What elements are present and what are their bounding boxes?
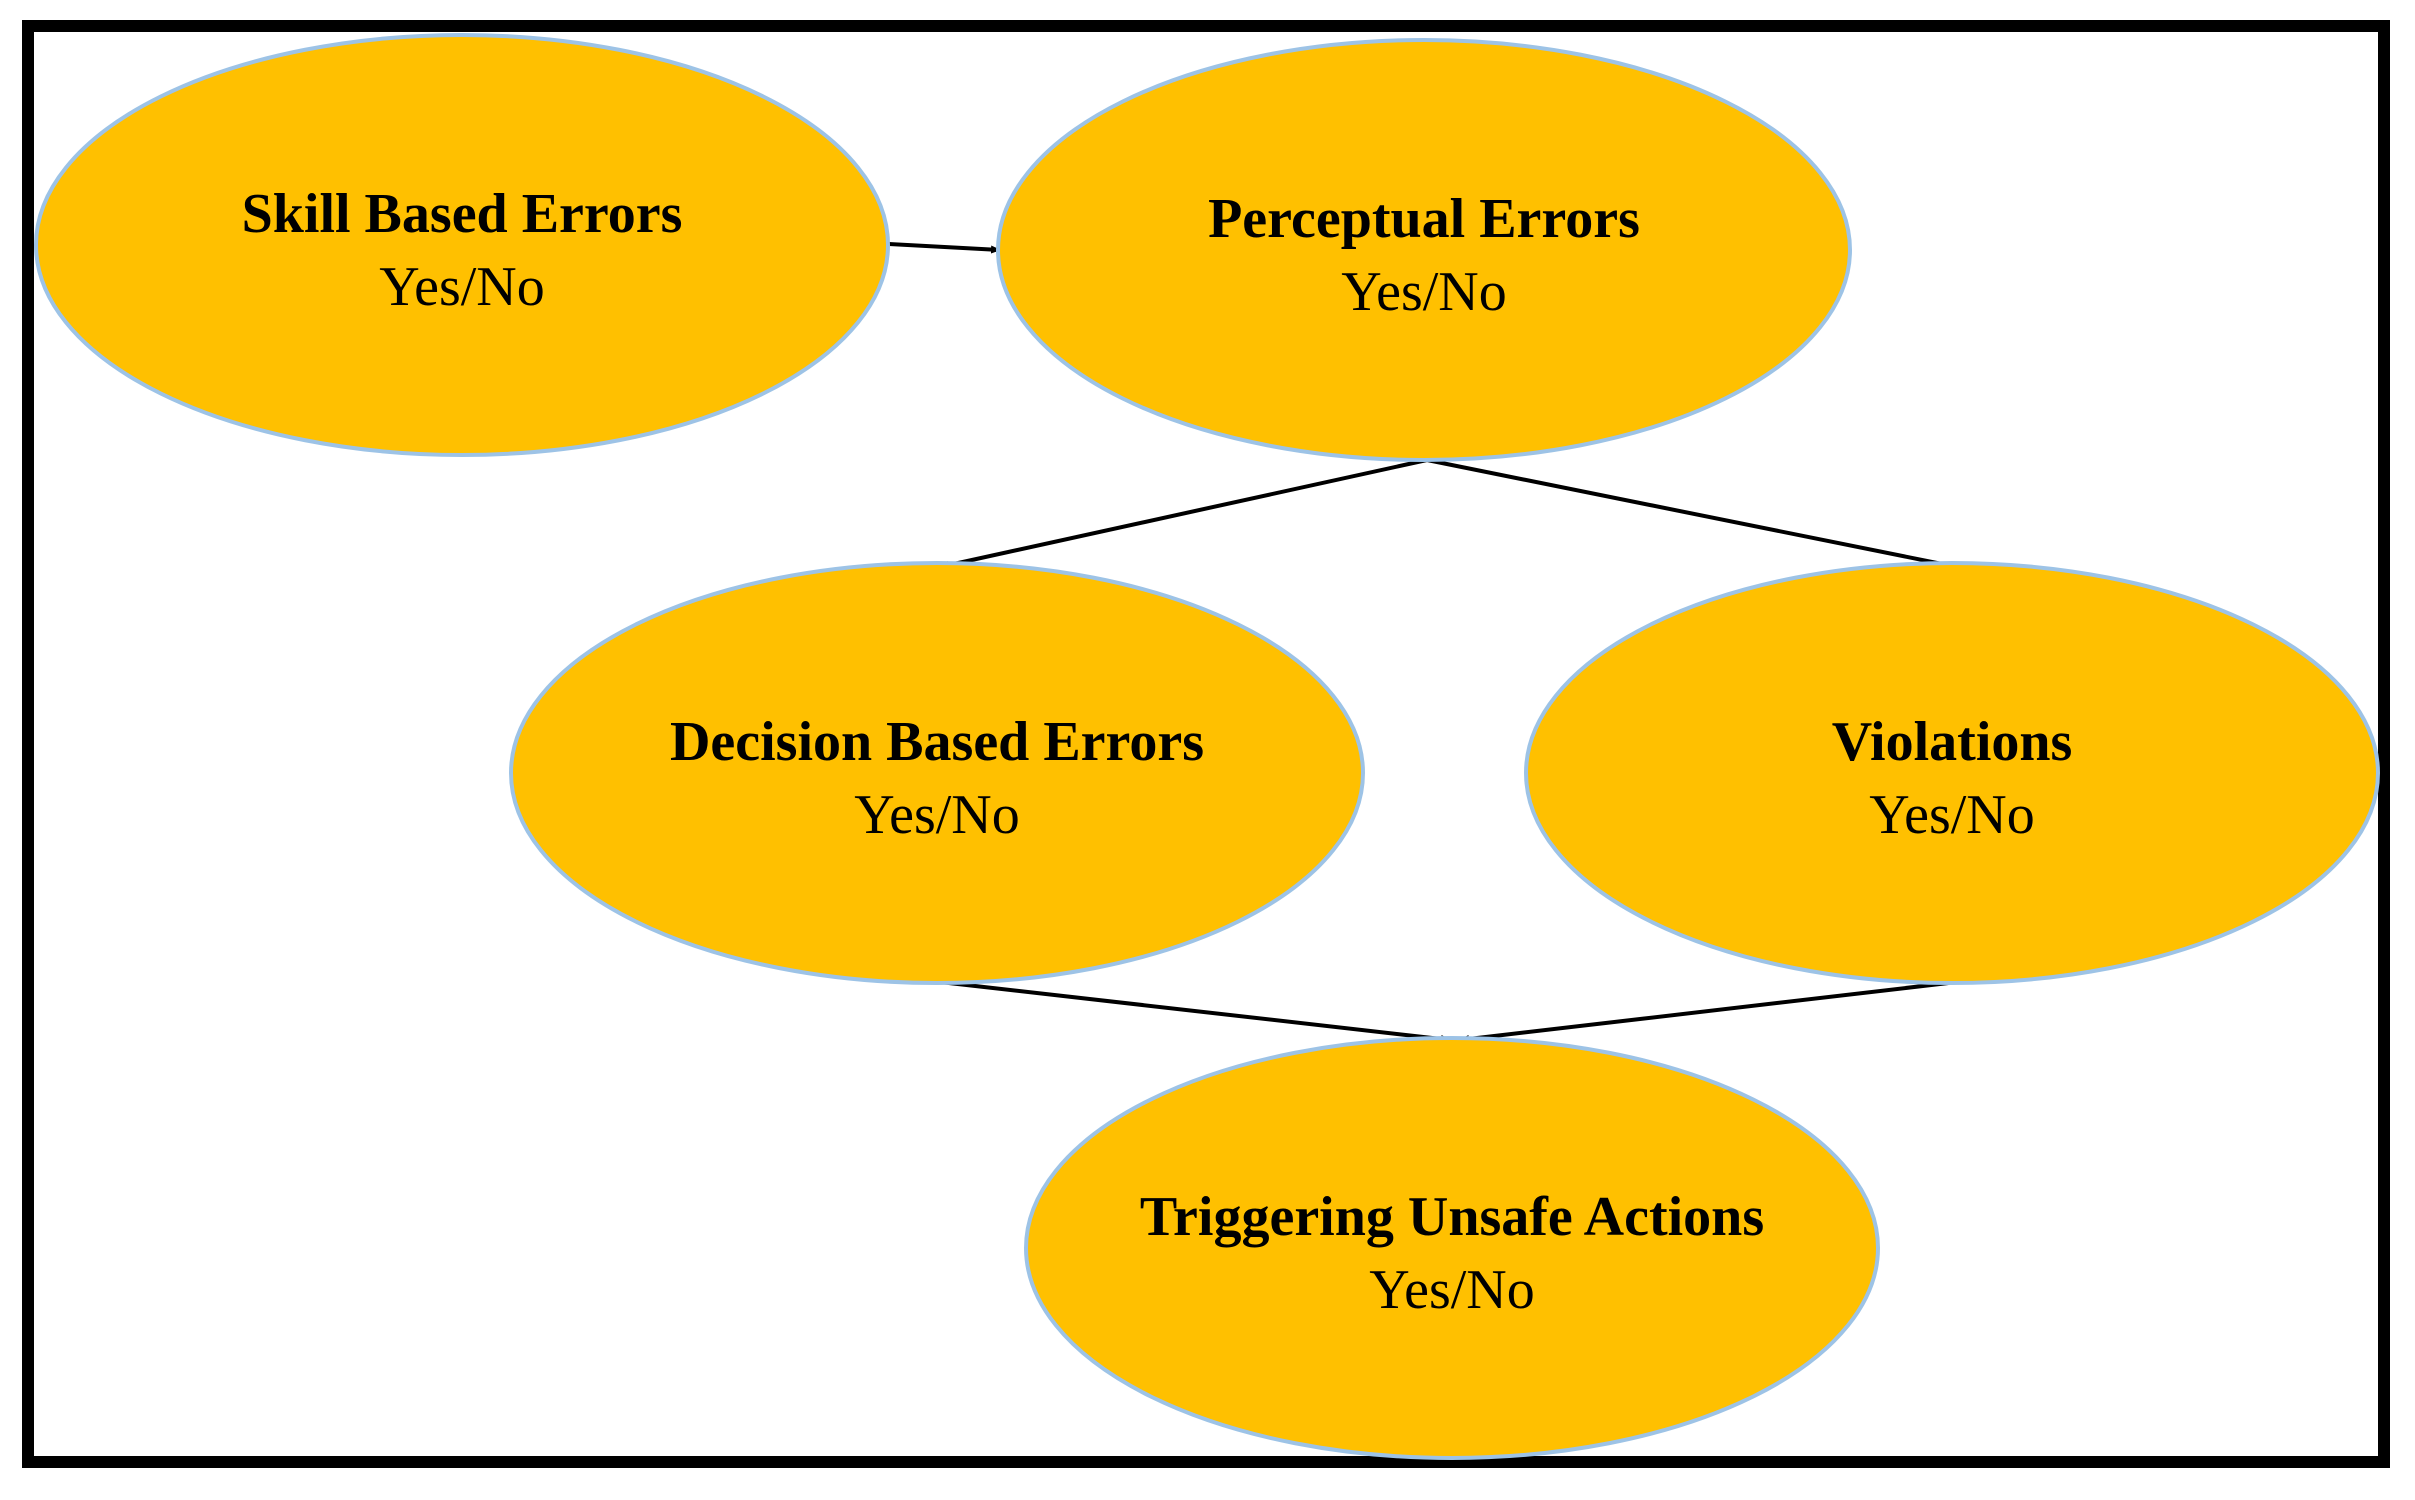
node-value: Yes/No xyxy=(1341,261,1506,323)
edge-skill-to-perceptual xyxy=(887,242,1001,254)
node-shape xyxy=(996,38,1852,462)
node-title: Violations xyxy=(1832,711,2073,773)
node-title: Decision Based Errors xyxy=(670,711,1204,773)
node-shape xyxy=(1524,561,2380,985)
node-decision-based-errors: Decision Based Errors Yes/No xyxy=(509,561,1365,985)
edge-perceptual-to-violations xyxy=(1426,458,1958,570)
node-value: Yes/No xyxy=(854,784,1019,846)
edge-perceptual-to-decision xyxy=(939,458,1428,569)
node-perceptual-errors: Perceptual Errors Yes/No xyxy=(996,38,1852,462)
node-triggering-unsafe-actions: Triggering Unsafe Actions Yes/No xyxy=(1024,1036,1880,1460)
node-shape xyxy=(509,561,1365,985)
node-shape xyxy=(1024,1036,1880,1460)
node-title: Perceptual Errors xyxy=(1208,188,1640,250)
edges xyxy=(887,242,1958,1043)
edge-violations-to-triggering xyxy=(1459,980,1958,1043)
node-title: Skill Based Errors xyxy=(242,183,683,245)
node-skill-based-errors: Skill Based Errors Yes/No xyxy=(34,33,890,457)
edge-decision-to-triggering xyxy=(939,980,1451,1043)
node-violations: Violations Yes/No xyxy=(1524,561,2380,985)
node-title: Triggering Unsafe Actions xyxy=(1140,1186,1764,1248)
node-value: Yes/No xyxy=(379,256,544,318)
node-value: Yes/No xyxy=(1369,1259,1534,1321)
node-shape xyxy=(34,33,890,457)
node-value: Yes/No xyxy=(1869,784,2034,846)
